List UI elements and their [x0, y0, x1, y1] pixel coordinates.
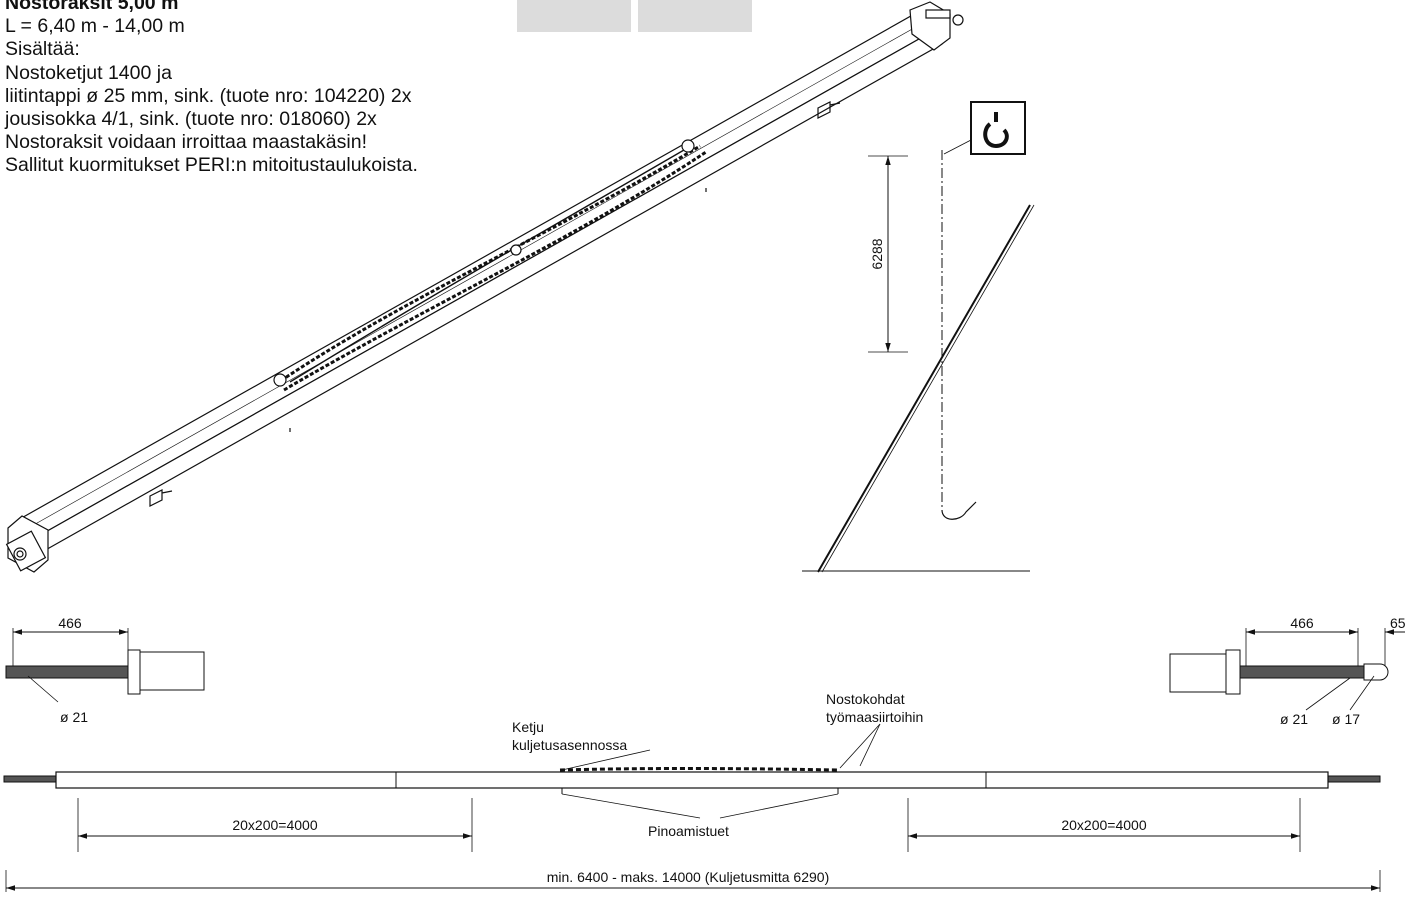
note: Sallitut kuormitukset PERI:n mitoitustau…	[5, 154, 418, 177]
table-cell-item-no	[638, 0, 752, 32]
lift-height-dimension: 6288	[869, 238, 885, 269]
crane-hook-icon	[970, 101, 1026, 155]
elevation-view	[3, 723, 1381, 892]
note: Nostoraksit voidaan irroittaa maastakäsi…	[5, 131, 367, 154]
isometric-beam	[5, 1, 964, 573]
table-cell-weight	[517, 0, 631, 32]
product-title: Nostoraksit 5,00 m	[5, 0, 179, 14]
stacking-clip	[149, 489, 173, 507]
right-spacing-dimension: 20x200=4000	[1061, 817, 1146, 833]
pin-hole-diameter: ø 17	[1332, 711, 1360, 727]
right-spindle-length: 466	[1290, 615, 1314, 631]
elevation-labels: Ketju kuljetusasennossa Nostokohdat työm…	[232, 691, 1146, 885]
lifting-points-label-2: työmaasiirtoihin	[826, 709, 923, 725]
product-description: Nostoraksit 5,00 m L = 6,40 m - 14,00 m …	[5, 0, 418, 178]
chain-label: Ketju	[512, 719, 544, 735]
chain-label-2: kuljetusasennossa	[512, 737, 627, 753]
total-length-dimension: min. 6400 - maks. 14000 (Kuljetusmitta 6…	[547, 869, 829, 885]
includes-heading: Sisältää:	[5, 38, 80, 61]
included-item: Nostoketjut 1400 ja	[5, 61, 172, 84]
right-end-offset: 65	[1390, 615, 1406, 631]
included-item: jousisokka 4/1, sink. (tuote nro: 018060…	[5, 108, 377, 131]
left-end-detail: 466 ø 21	[5, 615, 205, 725]
length-range: L = 6,40 m - 14,00 m	[5, 15, 185, 38]
included-item: liitintappi ø 25 mm, sink. (tuote nro: 1…	[5, 84, 412, 107]
side-view: 6288	[802, 101, 1035, 573]
left-spindle-length: 466	[58, 615, 82, 631]
stacking-clip	[817, 101, 841, 119]
lifting-points-label: Nostokohdat	[826, 691, 905, 707]
left-spacing-dimension: 20x200=4000	[232, 817, 317, 833]
right-end-detail: 466 65 ø 21 ø 17	[1169, 615, 1406, 727]
right-spindle-diameter: ø 21	[1280, 711, 1308, 727]
left-spindle-diameter: ø 21	[60, 709, 88, 725]
stacking-supports-label: Pinoamistuet	[648, 823, 729, 839]
